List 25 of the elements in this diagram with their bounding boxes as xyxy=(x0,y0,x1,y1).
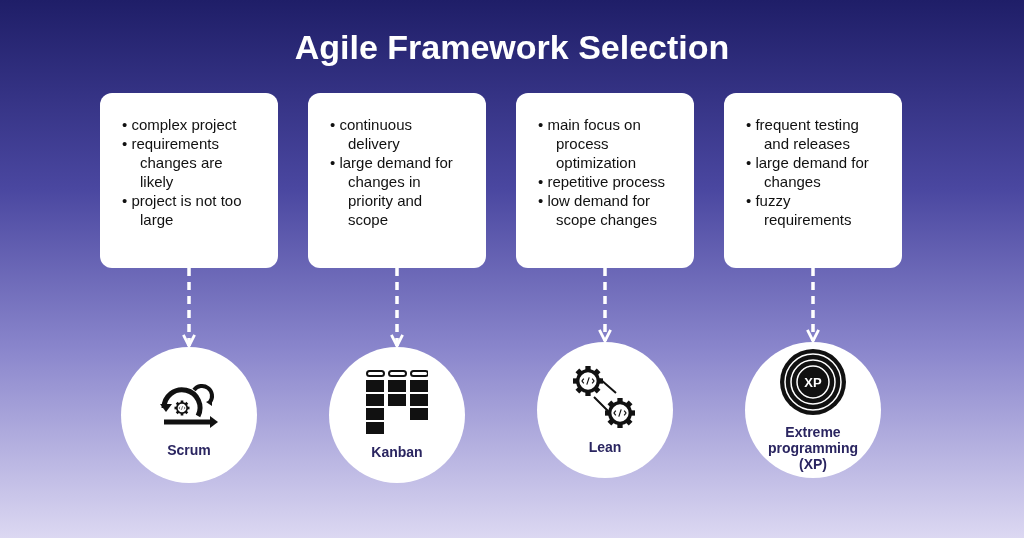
dashed-arrow xyxy=(598,268,612,343)
framework-name: Kanban xyxy=(370,444,424,460)
bullet-item: • repetitive process xyxy=(538,172,666,191)
bullet-item: • continuous delivery xyxy=(330,115,413,153)
framework-name: Scrum xyxy=(166,442,212,458)
framework-name: Lean xyxy=(587,439,623,455)
bullet-item: • complex project xyxy=(122,115,238,134)
bullet-item: • large demand for changes in priority and scope xyxy=(330,153,454,229)
title: Agile Framework Selection xyxy=(293,30,731,64)
xp-text: XP xyxy=(804,375,822,389)
criteria-card xyxy=(100,93,278,268)
bullet-item: • requirements changes are likely xyxy=(122,134,224,191)
criteria-card xyxy=(724,93,902,268)
criteria-card xyxy=(308,93,486,268)
framework-name: Extreme programming (XP) xyxy=(766,424,860,472)
bullet-item: • fuzzy requirements xyxy=(746,191,853,229)
dashed-arrow xyxy=(390,268,404,348)
bullet-item: • low demand for scope changes xyxy=(538,191,658,229)
bullet-item: • project is not too large xyxy=(122,191,243,229)
criteria-card xyxy=(516,93,694,268)
bullet-item: • frequent testing and releases xyxy=(746,115,860,153)
bullet-item: • main focus on process optimization xyxy=(538,115,642,172)
bullet-item: • large demand for changes xyxy=(746,153,870,191)
dashed-arrow xyxy=(182,268,196,348)
dashed-arrow xyxy=(806,268,820,343)
